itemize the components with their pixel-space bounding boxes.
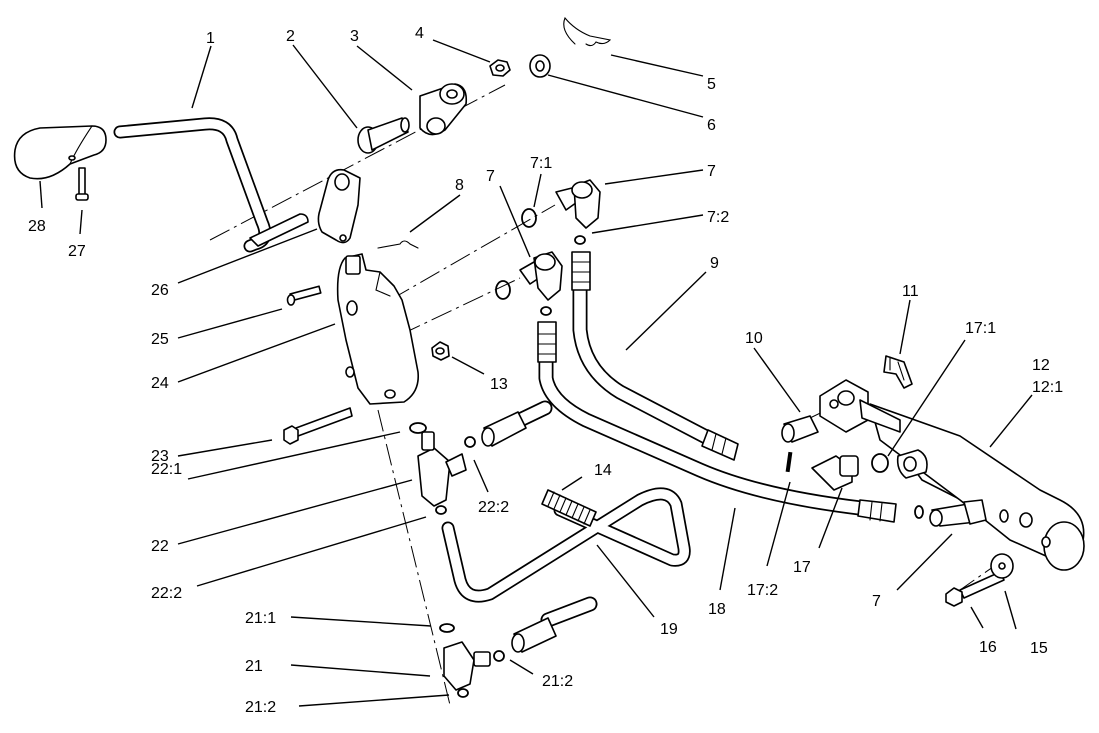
nut-valve [431, 341, 450, 361]
callout-1: 1 [206, 30, 215, 47]
callout-12: 12 [1032, 357, 1050, 374]
fitting-cylinder-port [929, 499, 987, 527]
small-bolt [286, 285, 322, 306]
hairpin-cotter [563, 16, 612, 47]
callout-15: 15 [1030, 640, 1048, 657]
callout-7-lower: 7 [872, 593, 881, 610]
callout-17-1: 17:1 [965, 320, 996, 337]
callout-7-2: 7:2 [707, 209, 729, 226]
callout-22-1: 22:1 [151, 461, 182, 478]
callout-22-2-right: 22:2 [478, 499, 509, 516]
pivot-pin [357, 117, 410, 154]
lever-handle-rod [113, 117, 309, 253]
callout-14: 14 [594, 462, 612, 479]
callout-4: 4 [415, 25, 424, 42]
spacer [896, 449, 928, 479]
bolt-16 [945, 571, 1005, 607]
callout-11: 11 [902, 283, 919, 300]
callout-24: 24 [151, 375, 169, 392]
hydraulic-hose-18 [537, 321, 897, 523]
hydraulic-hose-9 [571, 251, 739, 461]
callout-13: 13 [490, 376, 508, 393]
nut-top [489, 59, 511, 77]
callout-21: 21 [245, 658, 263, 675]
short-hose-upper [481, 400, 553, 447]
callout-7-1: 7:1 [530, 155, 552, 172]
elbow-fitting-upper [555, 179, 601, 229]
fitting-17 [811, 455, 859, 491]
callout-28: 28 [28, 218, 46, 235]
o-ring-17-2 [785, 451, 793, 473]
callout-3: 3 [350, 28, 359, 45]
callout-22: 22 [151, 538, 169, 555]
callout-16: 16 [979, 639, 997, 656]
washer-top [529, 54, 551, 78]
knob-screw [75, 167, 89, 201]
callout-22-2-left: 22:2 [151, 585, 182, 602]
callout-21-2-bottom: 21:2 [245, 699, 276, 716]
lever-knob [13, 125, 107, 180]
callout-7-upper: 7 [707, 163, 716, 180]
callout-7-middle: 7 [486, 168, 495, 185]
leader-lines [39, 39, 1033, 707]
callout-17-2: 17:2 [747, 582, 778, 599]
clevis-block [419, 83, 468, 136]
callout-23: 23 [151, 448, 169, 465]
callout-5: 5 [707, 76, 716, 93]
callout-6: 6 [707, 117, 716, 134]
callout-26: 26 [151, 282, 169, 299]
callout-labels: 1 2 3 4 5 6 7 7:1 7 7:2 8 9 10 11 12 12:… [28, 25, 1063, 716]
tube-19 [441, 487, 691, 603]
cylinder-pin [781, 415, 819, 443]
elbow-fitting-middle [519, 251, 563, 301]
valve-body [336, 253, 420, 405]
long-bolt [283, 407, 353, 445]
o-rings [409, 208, 924, 698]
lever-plate [317, 168, 361, 244]
cylinder-bracket [883, 355, 913, 389]
callout-17: 17 [793, 559, 811, 576]
callout-25: 25 [151, 331, 169, 348]
callout-27: 27 [68, 243, 86, 260]
callout-2: 2 [286, 28, 295, 45]
callout-18: 18 [708, 601, 726, 618]
callout-21-2-right: 21:2 [542, 673, 573, 690]
short-hose-lower [511, 596, 598, 653]
elbow-fitting-21 [443, 641, 491, 691]
callout-9: 9 [710, 255, 719, 272]
callout-10: 10 [745, 330, 763, 347]
callout-21-1: 21:1 [245, 610, 276, 627]
callout-19: 19 [660, 621, 678, 638]
callout-8: 8 [455, 177, 464, 194]
callout-12-1: 12:1 [1032, 379, 1063, 396]
spring-wire [377, 240, 419, 249]
spring-14 [541, 489, 597, 527]
tee-fitting [417, 431, 467, 507]
washer-15 [990, 553, 1014, 579]
hydraulic-cylinder [819, 379, 1085, 571]
